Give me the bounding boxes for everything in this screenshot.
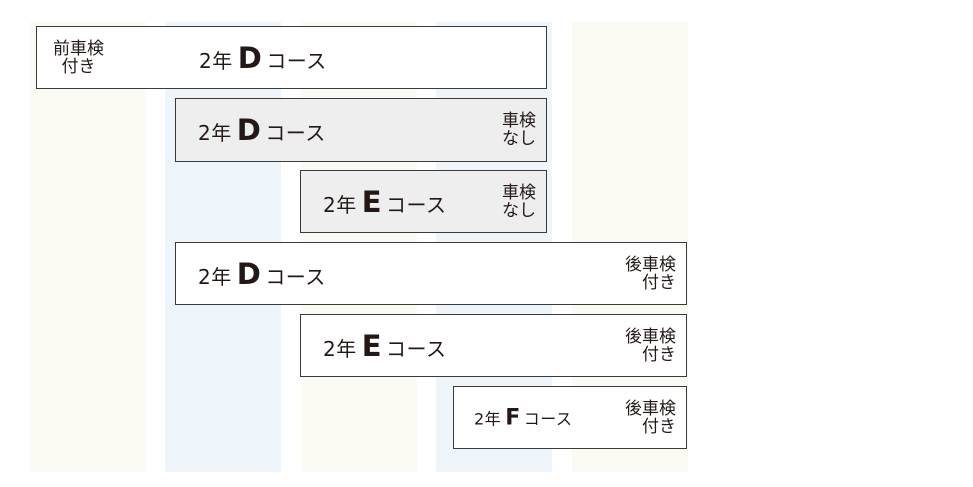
- plan-note: 後車検 付き: [625, 400, 676, 436]
- plan-course-letter: E: [361, 328, 383, 363]
- plan-title: 2年 F コース: [474, 405, 572, 430]
- plan-note: 前車検 付き: [53, 40, 104, 76]
- plan-course-suffix: コース: [265, 264, 326, 289]
- plan-duration: 2年: [198, 121, 232, 145]
- plan-duration: 2年: [323, 336, 357, 361]
- plan-note: 後車検 付き: [625, 328, 676, 364]
- plan-note-line1: 後車検: [625, 254, 676, 275]
- plan-course-letter: D: [236, 256, 262, 291]
- plan-note-line2: 付き: [61, 56, 96, 77]
- plan-note: 車検 なし: [502, 112, 536, 148]
- plan-duration: 2年: [323, 192, 357, 217]
- plan-note-line1: 車検: [502, 111, 536, 131]
- plan-duration: 2年: [199, 48, 233, 73]
- plan-note-line1: 後車検: [625, 398, 676, 419]
- plan-note: 車検 なし: [502, 184, 536, 220]
- plan-note: 後車検 付き: [625, 256, 676, 292]
- plan-course-suffix: コース: [386, 336, 447, 361]
- plan-note-line1: 前車検: [53, 38, 104, 59]
- plan-note-line1: 車検: [502, 182, 536, 203]
- plan-course-suffix: コース: [265, 121, 326, 145]
- plan-duration: 2年: [198, 264, 232, 289]
- plan-d-no-inspection: 2年 D コース 車検 なし: [175, 98, 547, 162]
- period-band-1: [30, 22, 146, 472]
- plan-e-post-inspection: 2年 E コース 後車検 付き: [300, 314, 687, 377]
- plan-duration: 2年: [474, 409, 502, 428]
- plan-course-letter: E: [361, 184, 383, 219]
- plan-note-line2: なし: [502, 200, 536, 221]
- plan-course-letter: D: [236, 113, 262, 147]
- plan-title: 2年 E コース: [323, 329, 447, 363]
- plan-course-suffix: コース: [386, 192, 447, 217]
- plan-title: 2年 D コース: [199, 41, 327, 75]
- plan-note-line2: なし: [502, 129, 536, 149]
- plan-f-post-inspection: 2年 F コース 後車検 付き: [453, 386, 687, 449]
- plan-note-line2: 付き: [642, 344, 676, 365]
- plan-title: 2年 D コース: [198, 113, 326, 147]
- plan-title: 2年 D コース: [198, 257, 326, 291]
- plan-note-line1: 後車検: [625, 326, 676, 347]
- plan-d-post-inspection: 2年 D コース 後車検 付き: [175, 242, 687, 305]
- plan-course-letter: D: [237, 40, 263, 75]
- plan-d-pre-inspection: 前車検 付き 2年 D コース: [36, 26, 547, 89]
- plan-note-line2: 付き: [642, 416, 676, 437]
- plan-course-letter: F: [505, 405, 521, 430]
- plan-note-line2: 付き: [642, 272, 676, 293]
- plan-course-suffix: コース: [523, 409, 573, 428]
- plan-title: 2年 E コース: [323, 185, 447, 219]
- plan-course-suffix: コース: [266, 48, 327, 73]
- plan-e-no-inspection: 2年 E コース 車検 なし: [300, 170, 547, 233]
